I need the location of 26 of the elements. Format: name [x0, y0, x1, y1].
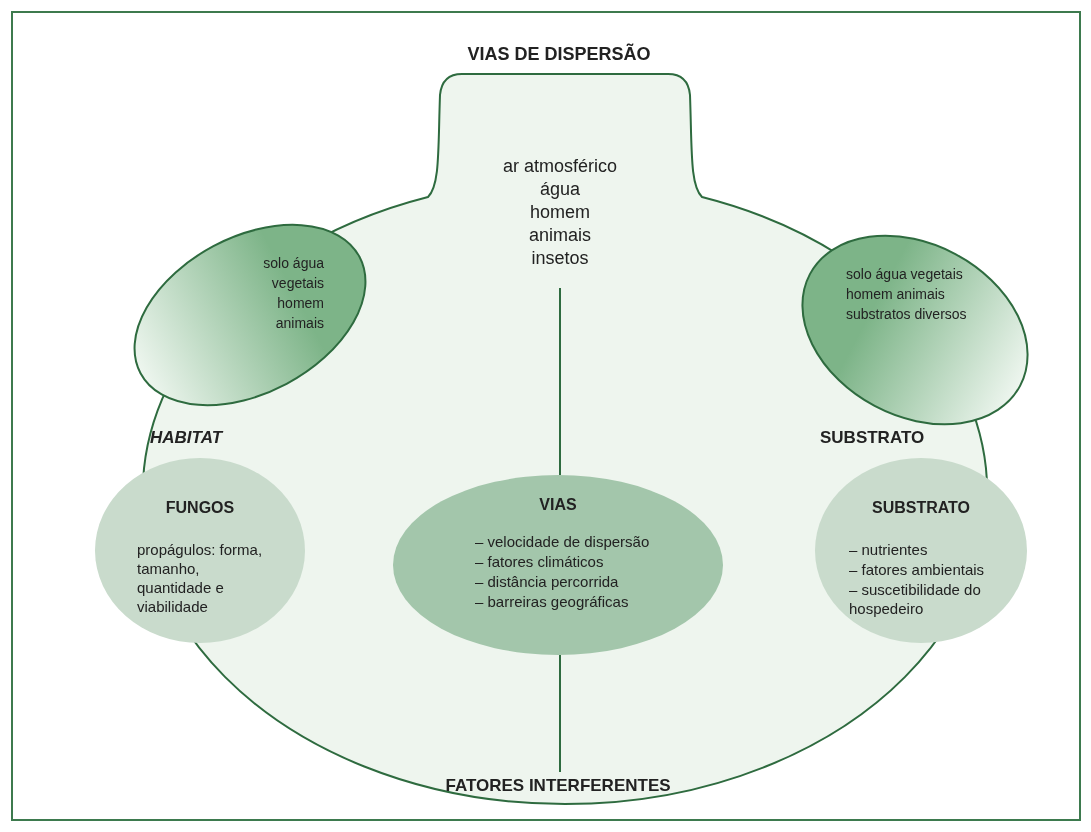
- item-list: solo água vegetais homem animais: [262, 253, 324, 333]
- oval: [393, 475, 723, 655]
- item-list: solo água vegetais homem animais substratos diversos: [846, 264, 971, 324]
- list-item: propágulos: forma, tamanho, quantidade e viabilidade: [137, 540, 264, 616]
- list-item: água: [538, 178, 581, 201]
- list-item: – distância percorrida: [475, 572, 620, 591]
- section-label: SUBSTRATO: [820, 428, 926, 448]
- list-item: animais: [528, 224, 592, 247]
- list-item: – velocidade de dispersão: [475, 532, 651, 551]
- list-item: – barreiras geográficas: [475, 592, 630, 611]
- list-item: – nutrientes: [849, 540, 929, 559]
- list-item: – suscetibilidade do hospedeiro: [849, 580, 982, 618]
- heading: FUNGOS: [164, 498, 236, 518]
- list-item: insetos: [530, 247, 590, 270]
- section-label: FATORES INTERFERENTES: [444, 776, 672, 796]
- list-item: – fatores ambientais: [849, 560, 986, 579]
- heading: VIAS DE DISPERSÃO: [466, 44, 652, 64]
- section-label: HABITAT: [150, 428, 225, 448]
- list-item: – fatores climáticos: [475, 552, 605, 571]
- list-item: homem: [529, 201, 591, 224]
- circle: [95, 458, 305, 643]
- heading: VIAS: [538, 495, 578, 515]
- circle: [815, 458, 1027, 643]
- heading: SUBSTRATO: [870, 498, 972, 518]
- list-item: ar atmosférico: [501, 155, 618, 178]
- connector-line: [559, 287, 561, 476]
